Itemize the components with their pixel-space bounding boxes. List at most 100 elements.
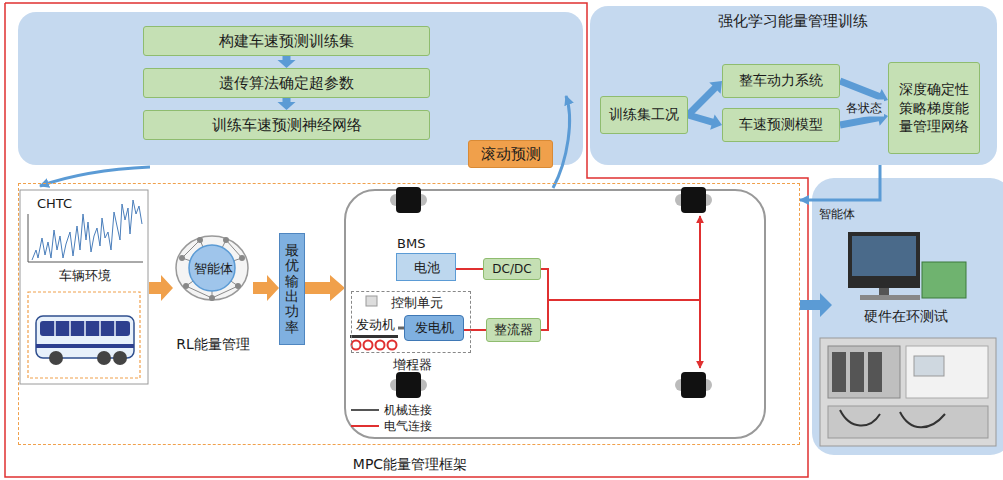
node-text: CHTC: [37, 196, 72, 211]
connector-line: [456, 268, 483, 270]
red-outline: [5, 3, 808, 477]
edge-label: 智能体: [817, 206, 857, 223]
node-text: 强化学习能量管理训练: [718, 12, 868, 31]
bus-stripe: [36, 344, 134, 348]
axle-wire: [699, 216, 701, 368]
legend-sample: [350, 421, 380, 431]
node-text: RL能量管理: [176, 336, 250, 354]
flow-arrow: [149, 275, 173, 301]
cylinder: [376, 341, 385, 350]
node-text: 滚动预测: [481, 145, 541, 164]
rack-panel: [914, 356, 944, 376]
node-text: 训练车速预测神经网络: [212, 116, 362, 135]
node-text: BMS: [397, 236, 425, 251]
agent-core: [189, 245, 235, 291]
brain-node: [179, 255, 185, 261]
cylinder: [364, 341, 373, 350]
bus-wheel: [49, 351, 63, 365]
control-unit-icon: [366, 296, 377, 306]
node-text: 智能体: [194, 260, 233, 278]
bus-wheel: [97, 351, 111, 365]
brain-icon: [176, 236, 248, 300]
node-text: 车速预测模型: [739, 116, 823, 134]
connector-line: [541, 269, 548, 330]
legend-text: 电气连接: [384, 418, 432, 435]
flow-arrow: [278, 56, 296, 68]
power-arrow: [304, 275, 345, 301]
agent-icon: 智能体 RL能量管理: [173, 229, 253, 354]
flow-arrow: [253, 275, 279, 301]
bus-windows: [40, 321, 130, 336]
rack-slot: [832, 352, 846, 392]
process-box: 训练车速预测神经网络: [143, 110, 430, 140]
node-text: DC/DC: [492, 262, 531, 276]
node-text: 构建车速预测训练集: [219, 32, 354, 51]
node-text: 发动机: [356, 316, 395, 334]
cables: [840, 410, 945, 427]
monitor: [848, 232, 920, 288]
process-box: 遗传算法确定超参数: [143, 68, 430, 98]
environment-box: [20, 190, 148, 384]
rack-module: [828, 346, 900, 398]
rl-panel: [590, 6, 997, 165]
bus-wheel: [113, 351, 127, 365]
chart-axis: [28, 214, 29, 262]
rack-base: [828, 406, 988, 438]
converter-box: DC/DC: [483, 258, 541, 280]
node-text: 整流器: [494, 321, 533, 339]
node-text: 发电机: [415, 319, 454, 337]
node-text: 整车动力系统: [739, 72, 823, 90]
legend-line: [351, 425, 379, 427]
wheel: [681, 187, 706, 213]
curved-arrow: [553, 96, 570, 188]
cylinder: [388, 341, 397, 350]
node-text: 硬件在环测试: [864, 308, 948, 326]
environment-box: CHTC 车辆环境: [21, 191, 149, 385]
node-text: 遗传算法确定超参数: [219, 74, 354, 93]
node-text: 深度确定性策略梯度能量管理网络: [895, 80, 973, 137]
monitor-screen: [852, 236, 916, 276]
rectifier-box: 整流器: [486, 318, 541, 342]
flow-arrow: [800, 293, 832, 317]
output-box: 最优输出功率: [279, 233, 305, 345]
flow-arrow: [687, 112, 722, 130]
legend-text: 机械连接: [384, 402, 432, 419]
legend-row: 机械连接: [350, 402, 432, 418]
control-unit: 控制单元: [382, 294, 452, 312]
brain-node: [239, 255, 245, 261]
engine-block: [350, 335, 398, 338]
chart-axis: [28, 262, 143, 263]
power-bus: [548, 299, 700, 301]
wheel: [681, 372, 706, 398]
process-box: 整车动力系统: [722, 64, 840, 98]
node-text: 增程器: [393, 356, 432, 374]
node-text: 车辆环境: [59, 267, 111, 285]
brain-node: [209, 295, 215, 301]
network-box: 深度确定性策略梯度能量管理网络: [888, 62, 980, 154]
process-box: 训练集工况: [600, 96, 688, 134]
node-text: 最优输出功率: [285, 243, 299, 335]
training-panel: 强化学习能量管理训练训练集工况 整车动力系统车速预测模型 深度确定性策略梯度能量管理…: [590, 6, 997, 165]
node-text: 控制单元: [391, 294, 443, 312]
wheel: [396, 187, 421, 213]
edge-label: 各状态: [844, 100, 884, 117]
legend-line: [351, 409, 379, 411]
brain-nodes: [179, 237, 245, 301]
legend-sample: [350, 405, 380, 415]
bus-window-bars: [55, 321, 115, 336]
cylinder: [352, 341, 361, 350]
battery-box: BMS电池: [396, 253, 456, 281]
rack-slot: [868, 352, 882, 392]
flow-arrow: [839, 78, 888, 104]
flow-arrow: [839, 110, 888, 128]
connector-line: [800, 165, 880, 200]
engine: 发动机: [352, 315, 398, 335]
generator-box: 发电机: [404, 315, 464, 341]
brain-node: [197, 237, 203, 243]
wheel: [396, 372, 421, 398]
brain-network: [182, 240, 242, 298]
rolling-box: 滚动预测: [468, 140, 553, 168]
engine-cylinders: [352, 341, 397, 350]
brain-node: [183, 283, 189, 289]
